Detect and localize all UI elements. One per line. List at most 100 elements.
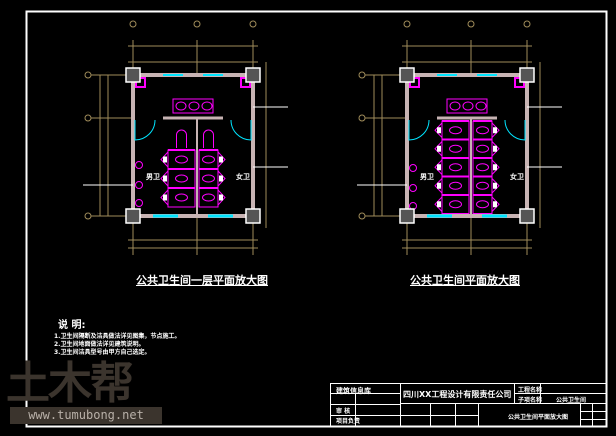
stall-door xyxy=(434,122,443,138)
axis-bubble xyxy=(467,20,475,28)
axis-bubble xyxy=(403,20,411,28)
stall-tag xyxy=(163,194,167,201)
stall-door xyxy=(217,151,226,168)
stall-door xyxy=(217,170,226,187)
urinal xyxy=(135,181,143,189)
toilet xyxy=(476,200,489,209)
tb-row: 项目负责 xyxy=(336,418,361,425)
tb-sub-label: 子项名称 xyxy=(518,397,543,404)
door-swing xyxy=(504,119,526,141)
stall-door xyxy=(491,196,500,212)
plan2-men-label: 男卫 xyxy=(420,173,434,181)
sink-basin xyxy=(449,101,461,111)
watermark-logo: 土木帮 xyxy=(6,358,134,409)
toilet xyxy=(202,174,215,183)
toilet xyxy=(202,155,215,164)
tb-project-label: 工程名称 xyxy=(518,387,543,394)
plan2-title: 公共卫生间平面放大图 xyxy=(410,274,520,287)
note-line: 3.卫生间洁具型号由甲方自己选定。 xyxy=(54,349,151,356)
stall-door xyxy=(491,178,500,194)
toilet xyxy=(449,181,462,190)
stall-tag xyxy=(219,194,223,201)
column xyxy=(399,208,415,224)
toilet xyxy=(449,126,462,135)
accessible-toilet xyxy=(176,129,187,148)
stall-tag xyxy=(493,127,497,134)
axis-bubble xyxy=(193,20,201,28)
stall-block xyxy=(167,149,196,208)
stall-door xyxy=(434,178,443,194)
stall-door xyxy=(217,189,226,206)
sink-basin xyxy=(201,101,213,111)
plan1-women-label: 女卫 xyxy=(236,173,250,181)
axis-bubble xyxy=(358,71,366,79)
stall-tag xyxy=(437,164,441,171)
axis-bubble xyxy=(523,20,531,28)
urinal xyxy=(409,164,417,172)
toilet xyxy=(449,144,462,153)
toilet xyxy=(175,193,188,202)
exterior-wall xyxy=(131,73,255,218)
stall-tag xyxy=(163,156,167,163)
stall-tag xyxy=(437,145,441,152)
tb-row: 审 核 xyxy=(336,408,351,415)
stall-tag xyxy=(493,164,497,171)
tb-library: 建筑信息库 xyxy=(336,387,371,395)
toilet xyxy=(449,200,462,209)
sink-counter xyxy=(446,98,488,114)
stall-tag xyxy=(437,201,441,208)
urinal xyxy=(135,199,143,207)
stall-block xyxy=(441,120,470,214)
plan1-title: 公共卫生间一层平面放大图 xyxy=(136,274,268,287)
stall-door xyxy=(160,151,169,168)
axis-bubble xyxy=(358,212,366,220)
axis-bubble xyxy=(84,114,92,122)
stall-door xyxy=(491,159,500,175)
toilet xyxy=(175,174,188,183)
tb-company: 四川XX工程设计有限责任公司 xyxy=(403,390,512,399)
toilet xyxy=(175,155,188,164)
stall-tag xyxy=(493,182,497,189)
sink-basin xyxy=(175,101,187,111)
urinal xyxy=(409,184,417,192)
axis-bubble xyxy=(129,20,137,28)
column xyxy=(399,67,415,83)
stall-tag xyxy=(493,145,497,152)
toilet xyxy=(202,193,215,202)
tb-drawing-name: 公共卫生间平面放大图 xyxy=(508,414,569,421)
sink-basin xyxy=(462,101,474,111)
stall-door xyxy=(491,122,500,138)
sink-counter xyxy=(172,98,214,114)
door-swing xyxy=(408,119,430,141)
plan2-women-label: 女卫 xyxy=(510,173,524,181)
stall-tag xyxy=(493,201,497,208)
note-line: 2.卫生间地面做法详见建筑说明。 xyxy=(54,341,145,348)
sink-basin xyxy=(188,101,200,111)
toilet xyxy=(476,181,489,190)
stall-tag xyxy=(437,182,441,189)
column xyxy=(125,208,141,224)
tb-sub-value: 公共卫生间 xyxy=(556,397,587,404)
stall-door xyxy=(160,170,169,187)
watermark-url: www.tumubong.net xyxy=(10,407,162,424)
axis-bubble xyxy=(84,212,92,220)
notes: 说 明: 1.卫生间隔断及洁具做法详见图集，节点施工。 2.卫生间地面做法详见建… xyxy=(54,321,181,357)
urinal xyxy=(135,161,143,169)
drawing-frame xyxy=(25,10,608,428)
stall-door xyxy=(434,159,443,175)
column xyxy=(125,67,141,83)
stall-tag xyxy=(219,175,223,182)
column xyxy=(245,208,261,224)
plan1-men-label: 男卫 xyxy=(146,173,160,181)
note-line: 1.卫生间隔断及洁具做法详见图集，节点施工。 xyxy=(54,333,181,340)
sink-basin xyxy=(475,101,487,111)
stall-door xyxy=(434,141,443,157)
toilet xyxy=(449,163,462,172)
column xyxy=(245,67,261,83)
column xyxy=(519,208,535,224)
exterior-wall xyxy=(405,73,529,218)
stall-door xyxy=(491,141,500,157)
stall-tag xyxy=(163,175,167,182)
